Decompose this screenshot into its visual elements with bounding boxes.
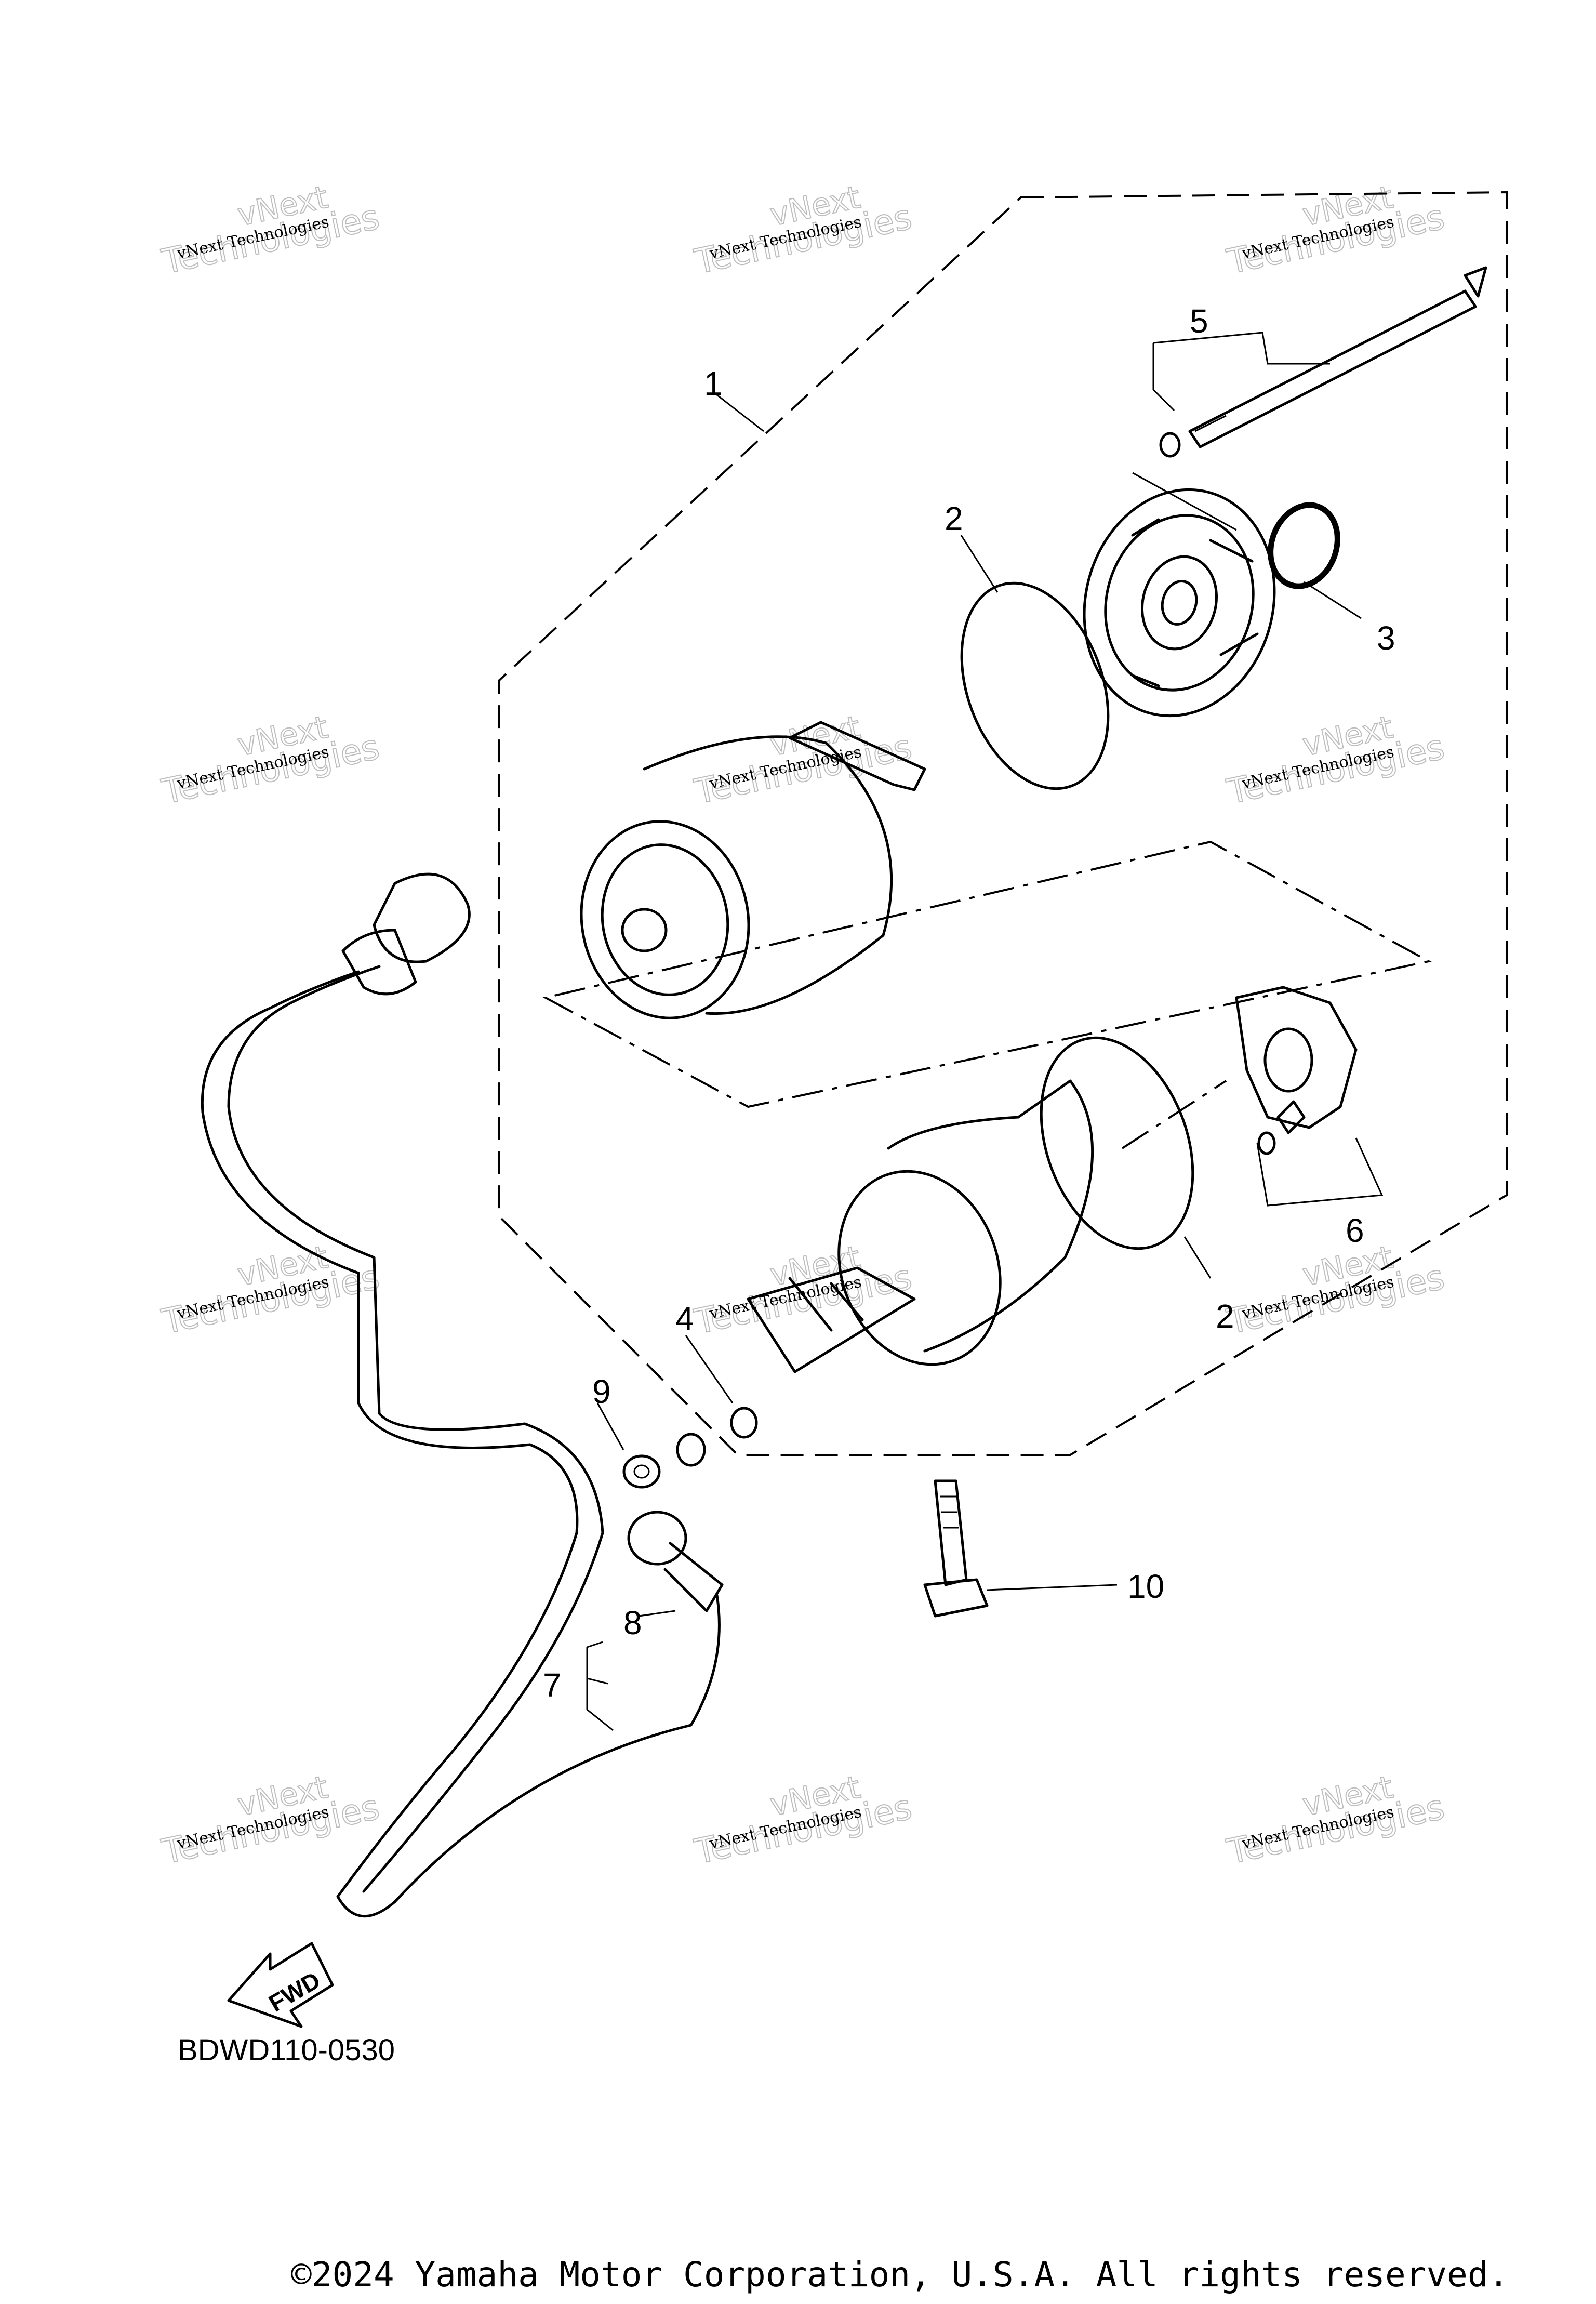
fwd-arrow: FWD — [227, 1942, 334, 2028]
rear-cover — [1083, 488, 1276, 718]
flange-bolt — [923, 1479, 989, 1618]
terminal-ring — [676, 1433, 706, 1467]
callout-2b: 2 — [1216, 1297, 1234, 1335]
cable-cap — [627, 1511, 724, 1612]
callout-8: 8 — [623, 1604, 642, 1641]
diagram-code: BDWD110-0530 — [178, 2033, 395, 2067]
callout-6: 6 — [1346, 1212, 1364, 1249]
brush-plate — [1235, 986, 1358, 1134]
nut-9-hole — [633, 1464, 650, 1479]
nut-9 — [622, 1454, 661, 1489]
front-housing — [747, 1079, 1094, 1373]
callout-10: 10 — [1127, 1568, 1164, 1605]
callout-1: 1 — [704, 365, 723, 402]
through-bolt — [1188, 266, 1487, 448]
callout-9: 9 — [592, 1373, 611, 1410]
o-ring-3 — [1268, 502, 1340, 589]
brush-plate-washer — [1257, 1131, 1276, 1155]
o-ring-2-lower — [1040, 1036, 1194, 1250]
callout-4: 4 — [675, 1300, 694, 1338]
starter-cable — [201, 872, 721, 1918]
washer-4 — [730, 1407, 758, 1439]
callout-7: 7 — [543, 1666, 562, 1704]
assembly-boundary — [498, 191, 1508, 1456]
callout-3: 3 — [1377, 619, 1395, 657]
armature — [580, 721, 926, 1019]
o-ring-2-upper — [960, 581, 1110, 790]
callout-2a: 2 — [945, 500, 963, 537]
bolt-washer — [1159, 432, 1181, 458]
armature-group-outline — [542, 840, 1432, 1108]
leader-lines — [586, 332, 1384, 1731]
callout-5: 5 — [1190, 302, 1208, 340]
copyright-notice: ©2024 Yamaha Motor Corporation, U.S.A. A… — [291, 2255, 1509, 2295]
callouts: 1 2 2 3 4 5 6 7 8 9 10 — [543, 302, 1395, 1704]
